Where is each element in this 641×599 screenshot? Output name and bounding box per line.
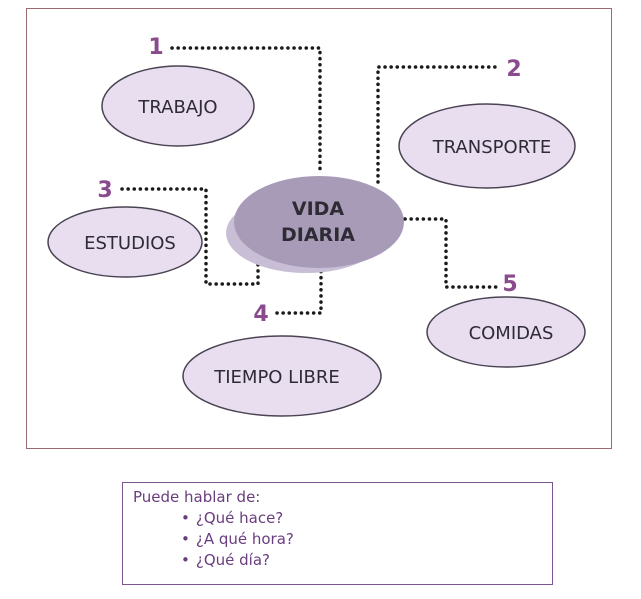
topic-label-tiempo-libre: TIEMPO LIBRE xyxy=(213,367,340,388)
topic-number-2: 2 xyxy=(506,57,521,82)
connector-4 xyxy=(275,266,323,315)
talking-point-item: ¿A qué hora? xyxy=(181,529,542,550)
topic-label-trabajo: TRABAJO xyxy=(137,97,217,118)
talking-points-title: Puede hablar de: xyxy=(133,488,261,506)
center-label-line-1: VIDA xyxy=(292,198,345,220)
topic-number-1: 1 xyxy=(148,35,163,60)
center-node: VIDA DIARIA xyxy=(226,176,404,273)
center-node-face xyxy=(234,176,404,268)
connector-lines xyxy=(120,46,502,315)
topic-label-comidas: COMIDAS xyxy=(469,323,554,344)
talking-points-list: ¿Qué hace? ¿A qué hora? ¿Qué día? xyxy=(181,508,542,571)
topic-node-estudios: ESTUDIOS xyxy=(47,206,203,278)
topic-label-estudios: ESTUDIOS xyxy=(84,233,176,254)
topic-number-3: 3 xyxy=(97,178,112,203)
topic-label-transporte: TRANSPORTE xyxy=(432,137,552,158)
connector-2 xyxy=(376,65,502,184)
connector-5 xyxy=(403,217,498,289)
diagram-frame xyxy=(26,8,612,449)
connector-3 xyxy=(120,187,260,286)
talking-point-item: ¿Qué hace? xyxy=(181,508,542,529)
topic-node-tiempo-libre: TIEMPO LIBRE xyxy=(182,335,382,417)
topic-node-comidas: COMIDAS xyxy=(426,296,586,368)
topic-number-4: 4 xyxy=(253,302,268,327)
topic-node-trabajo: TRABAJO xyxy=(101,65,255,147)
talking-points-box: Puede hablar de: ¿Qué hace? ¿A qué hora?… xyxy=(122,482,553,585)
talking-point-item: ¿Qué día? xyxy=(181,550,542,571)
mind-map-diagram: TRABAJO TRANSPORTE ESTUDIOS TIEMPO LIBRE… xyxy=(47,35,586,417)
center-label-line-2: DIARIA xyxy=(281,224,355,246)
connector-1 xyxy=(170,46,322,172)
topic-number-5: 5 xyxy=(502,272,517,297)
topic-node-transporte: TRANSPORTE xyxy=(398,103,576,189)
